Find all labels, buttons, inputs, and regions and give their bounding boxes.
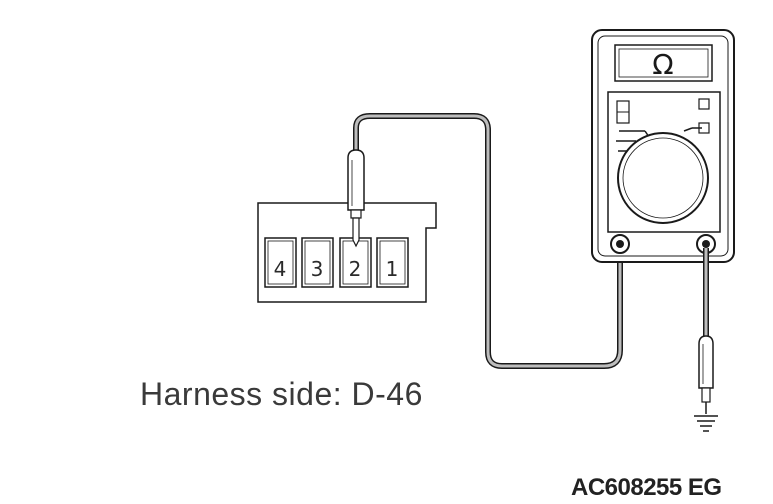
terminal-slot-1: 1: [376, 237, 409, 288]
terminal-slot-4: 4: [264, 237, 297, 288]
figure-code: AC608255 EG: [571, 474, 722, 501]
probe-plug: [347, 149, 365, 248]
meter-display: Ω: [614, 44, 713, 82]
test-jack-ohm[interactable]: [696, 234, 716, 254]
ground-symbol-icon: [694, 415, 718, 432]
multimeter: Ω: [591, 29, 735, 263]
rotary-selector-dial[interactable]: [617, 132, 709, 224]
terminal-label: 3: [311, 257, 324, 281]
test-lead-wire: [353, 113, 623, 369]
ohm-symbol: Ω: [652, 48, 673, 81]
range-button-top-right[interactable]: [698, 98, 710, 110]
test-jack-com[interactable]: [610, 234, 630, 254]
harness-connector: 4 3 2 1: [257, 202, 437, 303]
terminal-label: 2: [349, 257, 362, 281]
terminal-slot-3: 3: [301, 237, 334, 288]
ground-test-lead: [698, 248, 714, 414]
connector-caption: Harness side: D-46: [140, 376, 423, 412]
terminal-label: 1: [386, 257, 399, 281]
terminal-label: 4: [274, 257, 287, 281]
